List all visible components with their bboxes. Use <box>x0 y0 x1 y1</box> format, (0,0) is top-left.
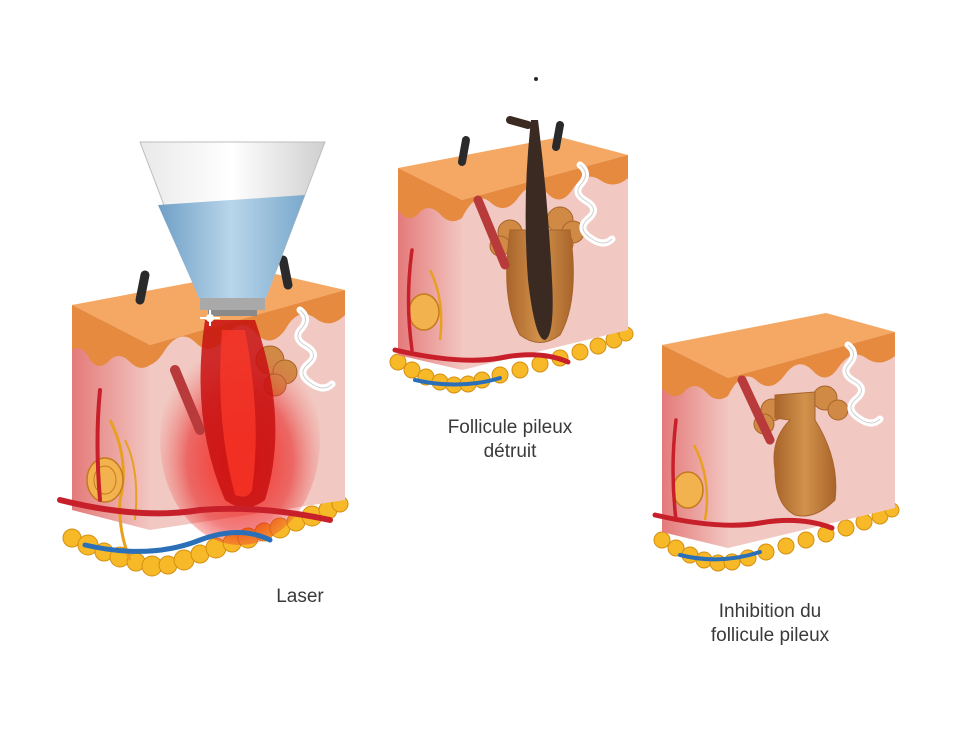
nerve <box>428 269 443 341</box>
laser-applicator-icon <box>139 141 326 316</box>
epidermis-top <box>398 137 628 200</box>
hair-shaft <box>458 136 470 166</box>
inhibited-hair-follicle-icon <box>773 391 837 517</box>
pacinian-corpuscle <box>86 457 124 503</box>
skin-block-laser <box>57 141 349 577</box>
caption-inhibition: Inhibition du follicule pileux <box>660 600 880 648</box>
caption-laser: Laser <box>240 585 360 609</box>
pacinian-corpuscle <box>408 293 440 331</box>
vein <box>82 530 273 554</box>
nerve <box>108 419 132 561</box>
arrector-muscle <box>737 375 775 445</box>
vein <box>413 376 502 387</box>
caption-line: détruit <box>483 441 537 462</box>
hair-shaft <box>135 270 150 305</box>
skin-block-destroyed <box>389 77 634 394</box>
epidermis-top <box>662 313 895 378</box>
arrector-muscle <box>473 195 510 270</box>
laser-flare <box>200 310 220 326</box>
caption-line: Follicule pileux <box>447 417 573 438</box>
pacinian-corpuscle <box>672 471 704 509</box>
arrector-muscle <box>170 365 205 435</box>
caption-line: follicule pileux <box>710 625 830 646</box>
nerve <box>692 444 709 521</box>
epidermis-side-edge <box>72 305 150 368</box>
hair-shaft <box>552 121 564 151</box>
caption-line: Inhibition du <box>718 601 822 622</box>
hair-shaft <box>278 255 293 290</box>
hair-fragment <box>534 77 538 81</box>
epidermis-front-edge <box>150 290 345 365</box>
artery <box>57 497 333 523</box>
fat-layer <box>653 502 900 572</box>
artery <box>652 512 835 531</box>
artery <box>392 347 571 365</box>
burnt-hair-follicle-icon <box>525 120 553 340</box>
vein <box>678 550 762 562</box>
skin-block-inhibition <box>652 313 900 572</box>
caption-line: Laser <box>276 586 324 607</box>
caption-destroyed-follicle: Follicule pileux détruit <box>410 416 610 464</box>
